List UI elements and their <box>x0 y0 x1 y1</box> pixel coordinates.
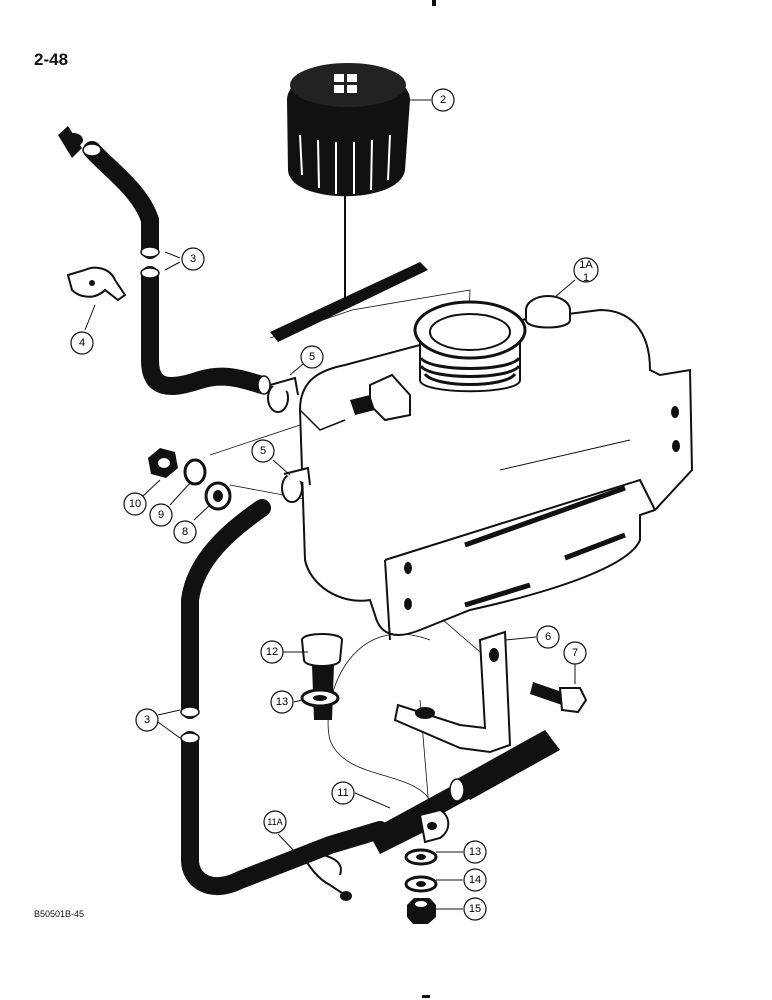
ground-wire <box>299 849 352 901</box>
nut-and-washers <box>148 448 232 511</box>
callout-5-upper: 5 <box>300 345 324 369</box>
callout-3-top: 3 <box>181 247 205 271</box>
callout-15: 15 <box>463 897 487 921</box>
svg-text:5: 5 <box>260 445 266 457</box>
svg-text:9: 9 <box>158 509 164 521</box>
callout-14: 14 <box>463 868 487 892</box>
callout-8: 8 <box>173 520 197 544</box>
page-number: 2-48 <box>34 50 69 69</box>
filler-cap <box>287 63 410 300</box>
svg-text:6: 6 <box>545 631 551 643</box>
gasket-strip <box>270 262 428 342</box>
svg-text:3: 3 <box>190 253 196 265</box>
callout-1a: 1A 1 <box>573 257 599 284</box>
svg-text:3: 3 <box>144 714 150 726</box>
svg-text:13: 13 <box>469 846 481 858</box>
callout-7: 7 <box>563 641 587 665</box>
figure-code: B50501B-45 <box>34 909 85 919</box>
svg-text:1A: 1A <box>579 259 593 271</box>
callout-2: 2 <box>431 88 455 112</box>
callout-12: 12 <box>260 640 284 664</box>
callout-11: 11 <box>331 781 355 805</box>
svg-text:12: 12 <box>266 646 278 658</box>
svg-text:15: 15 <box>469 903 481 915</box>
callout-3-bottom: 3 <box>135 708 159 732</box>
hose-clamps <box>267 376 311 503</box>
svg-text:5: 5 <box>309 351 315 363</box>
scan-mark-bottom <box>422 995 430 998</box>
svg-text:2: 2 <box>440 94 446 106</box>
callout-10: 10 <box>123 492 147 516</box>
callout-9: 9 <box>149 503 173 527</box>
callout-6: 6 <box>536 625 560 649</box>
svg-text:4: 4 <box>79 337 85 349</box>
svg-text:11A: 11A <box>267 817 282 827</box>
reservoir-tank <box>298 295 694 641</box>
hose-clamp-bracket <box>66 266 127 302</box>
upper-hose <box>58 126 271 395</box>
callout-5-lower: 5 <box>251 439 275 463</box>
right-hardware-stack <box>404 848 438 924</box>
lower-hose <box>180 499 389 895</box>
mounting-bracket <box>393 630 512 754</box>
svg-text:7: 7 <box>572 647 578 659</box>
callout-4: 4 <box>70 331 94 355</box>
svg-text:13: 13 <box>276 696 288 708</box>
callout-13-right: 13 <box>463 840 487 864</box>
svg-text:11: 11 <box>337 787 348 799</box>
main-tube <box>368 730 560 854</box>
scan-mark-top <box>432 0 436 6</box>
callout-leaders <box>84 99 576 910</box>
bolt-7 <box>530 682 588 714</box>
svg-text:10: 10 <box>129 498 141 510</box>
svg-text:1: 1 <box>583 272 589 284</box>
callout-13-left: 13 <box>270 690 294 714</box>
svg-text:14: 14 <box>469 874 481 886</box>
callout-11a: 11A <box>263 810 287 834</box>
svg-text:8: 8 <box>182 526 188 538</box>
